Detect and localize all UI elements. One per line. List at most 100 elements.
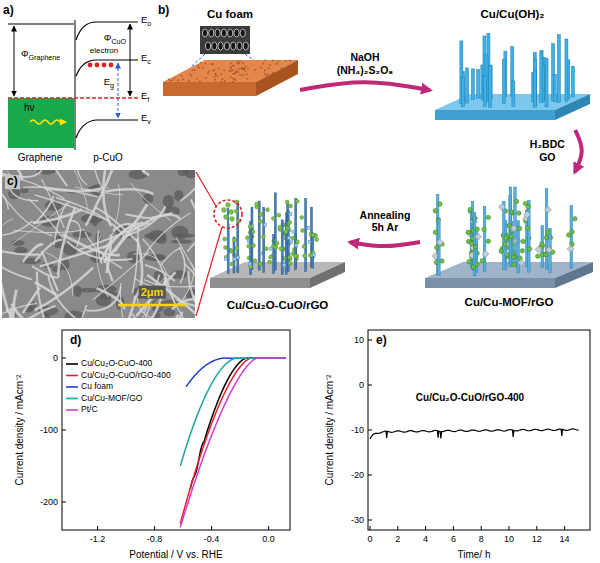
foam-texture: [189, 73, 191, 75]
foam-texture: [229, 70, 231, 72]
panel-letter: e): [376, 334, 387, 348]
process-arrow: [575, 130, 582, 172]
mof-array: [499, 249, 503, 253]
process-arrow: [300, 82, 430, 90]
stability-chart: [368, 340, 372, 341]
mof-array: [517, 211, 521, 215]
tick-label: 0: [367, 534, 372, 544]
reagent-label: Annealing 5h Ar: [358, 209, 413, 234]
mof-array: [573, 217, 577, 221]
band-diagram: [130, 24, 131, 96]
oxide-array: [274, 245, 278, 249]
foam-texture: [238, 62, 240, 64]
sem-inset: [228, 29, 233, 37]
energy-level-label: Ev: [141, 113, 151, 126]
oxide-array: [223, 246, 227, 250]
energy-level-label: Ef: [141, 91, 149, 104]
curve-label: Cu/Cu₂O-CuO/rGO-400: [416, 392, 524, 404]
mof-array: [536, 254, 540, 258]
nanowire-array: [540, 52, 543, 103]
oxide-array: [210, 193, 345, 288]
oxide-array: [315, 238, 319, 242]
sem-image: [143, 315, 179, 318]
stability-chart: [368, 475, 372, 476]
stability-chart: [453, 526, 454, 530]
stage-label: Cu/Cu(OH)₂: [481, 8, 545, 22]
foam-texture: [264, 59, 266, 61]
sem-image: [160, 248, 182, 266]
mof-array: [475, 233, 482, 240]
tick-label: 0: [359, 380, 364, 390]
tick-label: 4: [423, 534, 428, 544]
mof-array: [570, 230, 574, 234]
foam-texture: [205, 77, 207, 79]
nanowire-array: [565, 39, 568, 101]
foam-texture: [232, 73, 234, 75]
mof-array: [545, 206, 552, 213]
sem-image: [191, 199, 195, 238]
oxide-array: [285, 200, 289, 204]
mof-array: [513, 255, 517, 259]
sem-image: [132, 313, 154, 318]
legend-sample: [66, 386, 78, 388]
sem-image: [56, 198, 125, 237]
nanowire-array: [571, 66, 574, 97]
foam-texture: [272, 60, 274, 62]
mof-array: [544, 252, 548, 256]
sem-image: [52, 266, 62, 273]
band-diagram: [95, 63, 100, 68]
oxide-array: [235, 246, 239, 250]
oxide-array: [301, 228, 305, 232]
foam-texture: [267, 74, 269, 76]
oxide-array: [295, 240, 299, 244]
oxide-array: [289, 213, 292, 216]
zoom-leader: [196, 172, 242, 316]
foam-texture: [272, 72, 274, 74]
tick-label: -0.4: [204, 534, 220, 544]
oxide-array: [290, 241, 293, 244]
axis-title: Potential / V vs. RHE: [129, 549, 222, 561]
mof-array: [544, 236, 548, 240]
foam-texture: [238, 68, 240, 70]
oxide-array: [291, 236, 295, 240]
material-label: Graphene: [18, 152, 62, 164]
oxide-array: [230, 217, 235, 222]
foam-texture: [238, 71, 240, 73]
oxide-array: [223, 237, 227, 241]
foam-texture: [281, 68, 283, 70]
foam-texture: [264, 69, 266, 71]
sem-image: [2, 170, 195, 318]
foam-texture: [213, 69, 215, 71]
sem-image: [93, 170, 102, 187]
axis-title: Time/ h: [458, 549, 491, 561]
sem-image: [34, 196, 53, 224]
oxide-array: [303, 254, 307, 258]
oxide-array: [289, 204, 293, 208]
oxide-array: [258, 201, 260, 270]
foam-texture: [232, 78, 234, 80]
foam-texture: [216, 75, 218, 77]
nanowire-array: [545, 58, 548, 107]
foam-texture: [169, 80, 171, 82]
mof-array: [521, 239, 525, 243]
cu-foam-slab: [256, 60, 298, 96]
nanowire-array: [484, 76, 487, 107]
process-arrow: [350, 242, 420, 246]
oxide-array: [229, 249, 233, 253]
sem-inset: [224, 42, 229, 50]
mof-array: [509, 210, 513, 214]
lsv-chart: [62, 358, 66, 359]
sem-image: [105, 189, 153, 194]
oxide-array: [295, 244, 298, 247]
sem-image: [12, 202, 71, 244]
stability-chart: [397, 526, 398, 530]
oxide-array: [253, 259, 257, 263]
panel-letter: d): [70, 334, 81, 348]
axis-title: Current density / mAcm⁻²: [14, 375, 26, 486]
lsv-chart: [97, 526, 98, 530]
mof-array: [433, 209, 437, 213]
oxide-array: [302, 244, 306, 248]
oxide-array: [259, 262, 263, 266]
foam-texture: [242, 74, 244, 76]
band-diagram: [76, 60, 138, 76]
